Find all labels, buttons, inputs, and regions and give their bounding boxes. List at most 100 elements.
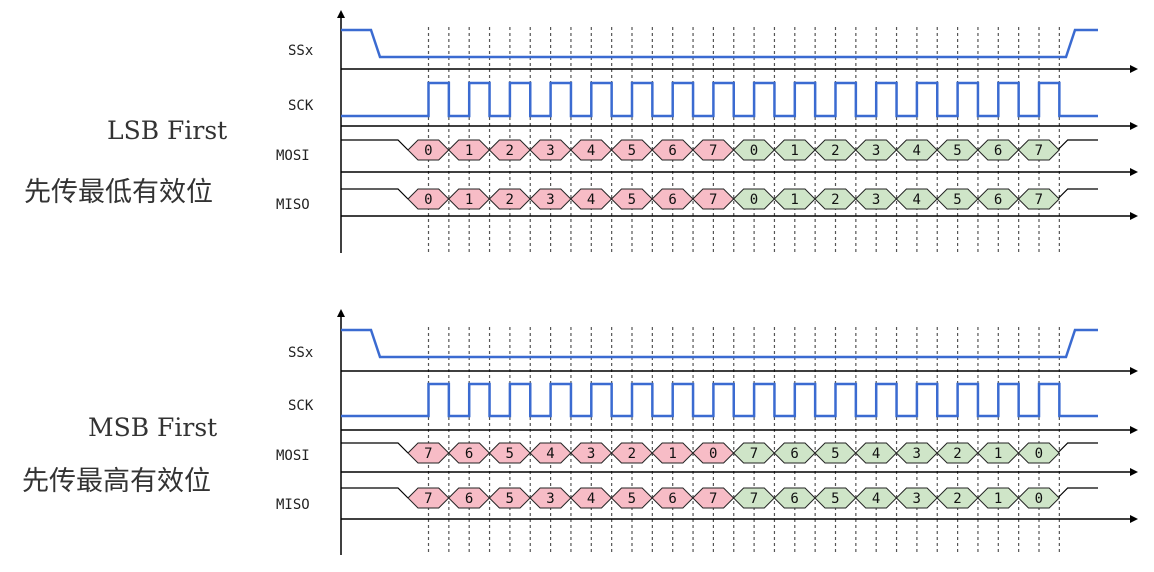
- lsb-first-title: LSB First: [107, 116, 228, 145]
- miso-bit-label: 0: [1035, 491, 1043, 507]
- mosi-bit-label: 7: [750, 446, 758, 462]
- mosi-bit-label: 6: [465, 446, 473, 462]
- time-axis-arrow: [1130, 122, 1138, 130]
- signal-label-ssx: SSx: [288, 345, 313, 361]
- mosi-bit-label: 2: [831, 143, 839, 159]
- miso-bit-label: 1: [465, 192, 473, 208]
- miso-bit-label: 4: [872, 491, 880, 507]
- mosi-idle-end: [1057, 442, 1098, 454]
- time-axis-arrow: [1130, 367, 1138, 375]
- miso-bit-label: 1: [994, 491, 1002, 507]
- miso-bit-cell: [1017, 487, 1060, 509]
- mosi-bit-label: 4: [587, 143, 595, 159]
- mosi-bit-label: 5: [628, 143, 636, 159]
- sck-waveform: [341, 81, 1098, 118]
- miso-bit-label: 6: [465, 491, 473, 507]
- signal-label-miso: MISO: [276, 497, 310, 513]
- miso-bit-label: 1: [790, 192, 798, 208]
- y-axis-arrow: [337, 10, 345, 18]
- mosi-idle-start: [341, 442, 409, 454]
- lsb-first-subtitle: 先传最低有效位: [24, 177, 213, 208]
- mosi-bit-label: 1: [994, 446, 1002, 462]
- mosi-bit-label: 5: [506, 446, 514, 462]
- mosi-bit-label: 4: [872, 446, 880, 462]
- miso-bit-label: 4: [587, 491, 595, 507]
- mosi-idle-start: [341, 139, 409, 151]
- mosi-bit-label: 0: [750, 143, 758, 159]
- miso-idle-start: [341, 188, 409, 200]
- miso-bit-label: 3: [913, 491, 921, 507]
- miso-bit-label: 2: [506, 192, 514, 208]
- sck-waveform: [341, 382, 1098, 418]
- mosi-bit-label: 0: [424, 143, 432, 159]
- mosi-bit-label: 3: [546, 143, 554, 159]
- time-axis-arrow: [1130, 515, 1138, 523]
- signal-label-sck: SCK: [288, 398, 314, 414]
- miso-bit-label: 5: [628, 192, 636, 208]
- mosi-bit-label: 6: [994, 143, 1002, 159]
- miso-bit-label: 6: [668, 192, 676, 208]
- miso-bit-label: 0: [424, 192, 432, 208]
- signal-label-mosi: MOSI: [276, 448, 310, 464]
- mosi-bit-label: 3: [913, 446, 921, 462]
- mosi-bit-label: 2: [506, 143, 514, 159]
- miso-bit-label: 6: [994, 192, 1002, 208]
- time-axis-arrow: [1130, 168, 1138, 176]
- miso-bit-label: 5: [831, 491, 839, 507]
- mosi-bit-label: 5: [953, 143, 961, 159]
- miso-idle-start: [341, 487, 409, 499]
- miso-bit-label: 3: [546, 491, 554, 507]
- miso-bit-label: 7: [709, 192, 717, 208]
- miso-bit-cell: [1017, 188, 1060, 210]
- miso-bit-label: 5: [628, 491, 636, 507]
- miso-bit-label: 7: [1035, 192, 1043, 208]
- miso-bit-label: 0: [750, 192, 758, 208]
- signal-label-ssx: SSx: [288, 43, 313, 59]
- mosi-bit-label: 4: [913, 143, 921, 159]
- mosi-bit-cell: [1017, 139, 1060, 161]
- miso-bit-label: 6: [790, 491, 798, 507]
- miso-bit-label: 6: [668, 491, 676, 507]
- mosi-bit-label: 6: [790, 446, 798, 462]
- time-axis-arrow: [1130, 212, 1138, 220]
- mosi-bit-label: 7: [709, 143, 717, 159]
- signal-label-mosi: MOSI: [276, 148, 310, 164]
- miso-bit-label: 3: [872, 192, 880, 208]
- signal-label-miso: MISO: [276, 197, 310, 213]
- miso-bit-label: 3: [546, 192, 554, 208]
- mosi-idle-end: [1057, 139, 1098, 151]
- time-axis-arrow: [1130, 426, 1138, 434]
- ssx-waveform: [341, 28, 1098, 59]
- mosi-bit-label: 1: [668, 446, 676, 462]
- miso-idle-end: [1057, 487, 1098, 499]
- mosi-bit-label: 4: [546, 446, 554, 462]
- ssx-waveform: [341, 328, 1098, 359]
- mosi-bit-label: 2: [628, 446, 636, 462]
- miso-bit-label: 4: [587, 192, 595, 208]
- miso-bit-label: 2: [953, 491, 961, 507]
- time-axis-arrow: [1130, 65, 1138, 73]
- signal-label-sck: SCK: [288, 98, 314, 114]
- mosi-bit-label: 0: [709, 446, 717, 462]
- miso-bit-label: 7: [750, 491, 758, 507]
- miso-bit-label: 5: [506, 491, 514, 507]
- time-axis-arrow: [1130, 468, 1138, 476]
- mosi-bit-cell: [1017, 442, 1060, 464]
- miso-bit-label: 7: [709, 491, 717, 507]
- mosi-bit-label: 7: [1035, 143, 1043, 159]
- mosi-bit-label: 1: [465, 143, 473, 159]
- mosi-bit-label: 0: [1035, 446, 1043, 462]
- y-axis-arrow: [337, 309, 345, 317]
- miso-bit-label: 5: [953, 192, 961, 208]
- mosi-bit-label: 2: [953, 446, 961, 462]
- msb-first-title: MSB First: [88, 413, 218, 442]
- miso-idle-end: [1057, 188, 1098, 200]
- mosi-bit-label: 6: [668, 143, 676, 159]
- miso-bit-label: 4: [913, 192, 921, 208]
- mosi-bit-label: 3: [872, 143, 880, 159]
- mosi-bit-label: 7: [424, 446, 432, 462]
